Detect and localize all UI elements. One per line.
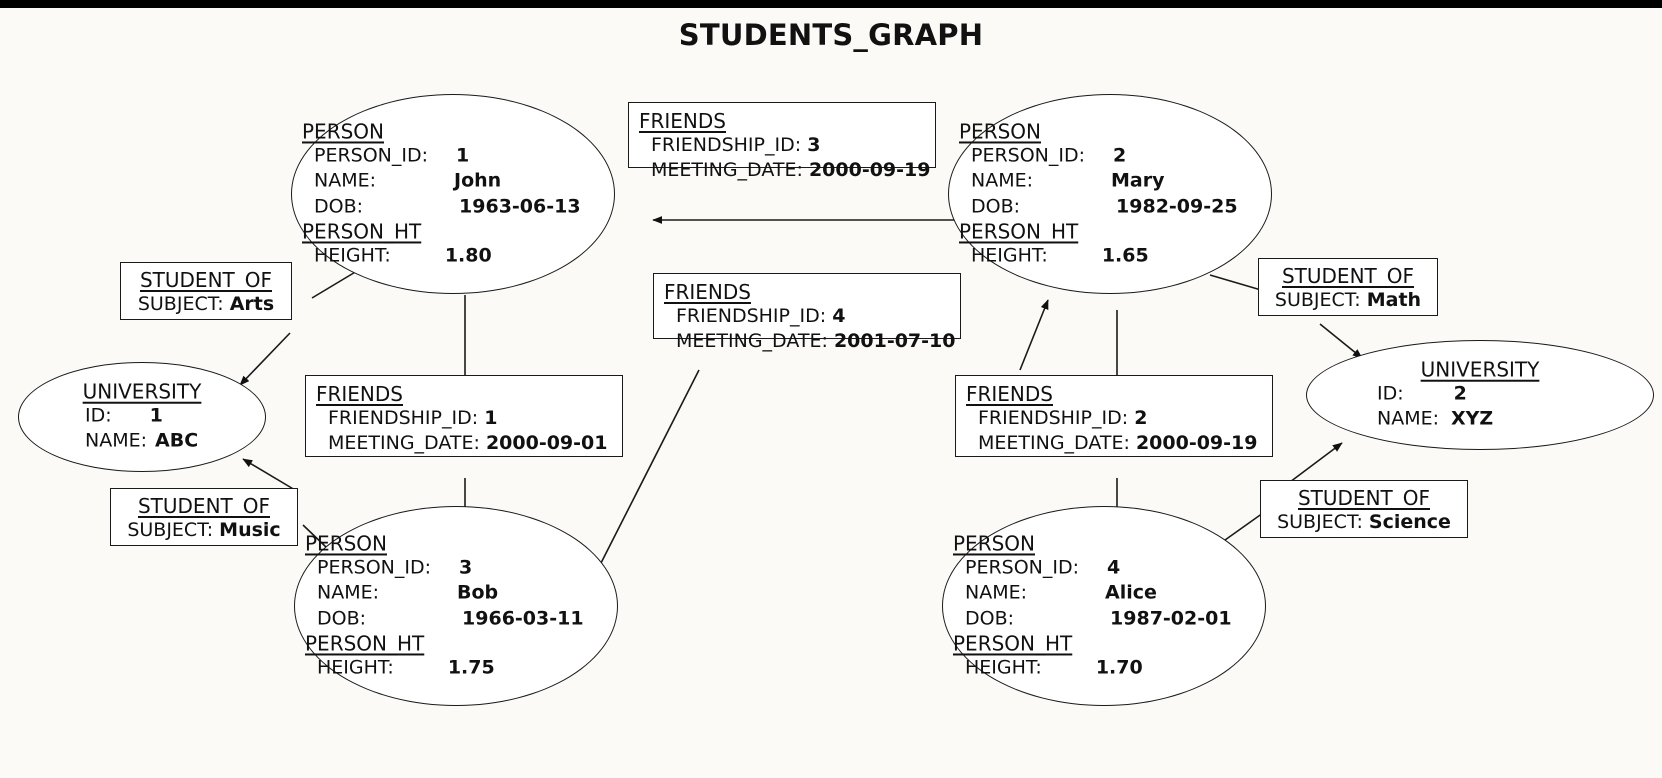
edge-s1-to-u1 <box>239 332 291 386</box>
node-person-3[interactable]: PERSON PERSON_ID:3 NAME:Bob DOB:1966-03-… <box>294 506 618 706</box>
node-person-2-title: PERSON <box>959 119 1041 144</box>
node-person-4[interactable]: PERSON PERSON_ID:4 NAME:Alice DOB:1987-0… <box>942 506 1266 706</box>
rel-student-of-science-title: STUDENT_OF <box>1297 486 1430 510</box>
node-person-3-title2: PERSON_HT <box>305 631 425 656</box>
rel-student-of-math-title: STUDENT_OF <box>1281 264 1414 288</box>
node-person-2-name: NAME:Mary <box>971 169 1165 192</box>
rel-friends-1[interactable]: FRIENDS FRIENDSHIP_ID: 1 MEETING_DATE: 2… <box>305 375 623 457</box>
rel-student-of-music-subject: SUBJECT: Music <box>127 519 281 541</box>
node-person-1-person-id: PERSON_ID:1 <box>314 144 470 167</box>
rel-friends-4-friendship-id: FRIENDSHIP_ID: 4 <box>676 305 846 327</box>
page-title: STUDENTS_GRAPH <box>678 18 984 52</box>
node-person-1-height: HEIGHT:1.80 <box>314 244 492 267</box>
node-person-4-name: NAME:Alice <box>965 581 1157 604</box>
node-person-2-dob: DOB:1982-09-25 <box>971 195 1238 217</box>
node-person-4-title2: PERSON_HT <box>953 631 1073 656</box>
edge-s3-to-u2 <box>1319 323 1363 359</box>
node-university-2-id: ID:2 <box>1377 382 1467 405</box>
rel-friends-4-title: FRIENDS <box>664 280 751 304</box>
node-person-4-height: HEIGHT:1.70 <box>965 656 1143 679</box>
node-person-3-title: PERSON <box>305 531 387 556</box>
node-person-4-title: PERSON <box>953 531 1035 556</box>
rel-student-of-arts-subject: SUBJECT: Arts <box>137 293 275 315</box>
rel-student-of-science[interactable]: STUDENT_OF SUBJECT: Science <box>1260 480 1468 538</box>
rel-friends-2[interactable]: FRIENDS FRIENDSHIP_ID: 2 MEETING_DATE: 2… <box>955 375 1273 457</box>
node-person-2-height: HEIGHT:1.65 <box>971 244 1149 267</box>
rel-friends-2-meeting-date: MEETING_DATE: 2000-09-19 <box>978 432 1258 455</box>
edge-s2-to-u1 <box>242 458 296 491</box>
node-university-2-name: NAME:XYZ <box>1377 408 1494 430</box>
node-person-1-title: PERSON <box>302 119 384 144</box>
node-person-4-dob: DOB:1987-02-01 <box>965 607 1232 629</box>
node-university-2-title: UNIVERSITY <box>1420 357 1540 382</box>
rel-student-of-math-subject: SUBJECT: Math <box>1274 289 1422 311</box>
rel-friends-4[interactable]: FRIENDS FRIENDSHIP_ID: 4 MEETING_DATE: 2… <box>653 273 961 352</box>
rel-student-of-science-subject: SUBJECT: Science <box>1277 511 1451 533</box>
node-person-4-person-id: PERSON_ID:4 <box>965 556 1121 579</box>
node-person-2[interactable]: PERSON PERSON_ID:2 NAME:Mary DOB:1982-09… <box>948 94 1272 294</box>
edge-f4-to-p2 <box>1019 299 1049 371</box>
rel-friends-1-meeting-date: MEETING_DATE: 2000-09-01 <box>328 432 608 455</box>
rel-friends-1-title: FRIENDS <box>316 382 403 406</box>
node-university-1-name: NAME:ABC <box>85 430 199 452</box>
edge-s3-box-to-p2 <box>1209 274 1262 291</box>
node-university-1-id: ID:1 <box>85 404 163 427</box>
edge-f4-box-to-p3 <box>599 369 700 566</box>
node-person-3-dob: DOB:1966-03-11 <box>317 607 584 629</box>
node-university-1[interactable]: UNIVERSITY ID:1 NAME:ABC <box>18 362 266 472</box>
rel-friends-2-title: FRIENDS <box>966 382 1053 406</box>
node-university-1-title: UNIVERSITY <box>82 379 202 404</box>
rel-student-of-arts-title: STUDENT_OF <box>139 268 272 292</box>
node-person-3-name: NAME:Bob <box>317 581 499 604</box>
node-person-1-title2: PERSON_HT <box>302 219 422 244</box>
rel-friends-3-title: FRIENDS <box>639 109 726 133</box>
top-black-bar <box>0 0 1662 8</box>
rel-friends-4-meeting-date: MEETING_DATE: 2001-07-10 <box>676 330 956 353</box>
node-person-1-dob: DOB:1963-06-13 <box>314 195 581 217</box>
node-person-2-person-id: PERSON_ID:2 <box>971 144 1127 167</box>
rel-student-of-arts[interactable]: STUDENT_OF SUBJECT: Arts <box>120 262 292 320</box>
node-person-1[interactable]: PERSON PERSON_ID:1 NAME:John DOB:1963-06… <box>291 94 615 294</box>
rel-friends-3-friendship-id: FRIENDSHIP_ID: 3 <box>651 134 821 156</box>
node-person-3-person-id: PERSON_ID:3 <box>317 556 473 579</box>
rel-student-of-music-title: STUDENT_OF <box>137 494 270 518</box>
node-person-3-height: HEIGHT:1.75 <box>317 656 495 679</box>
node-university-2[interactable]: UNIVERSITY ID:2 NAME:XYZ <box>1306 340 1654 450</box>
rel-student-of-music[interactable]: STUDENT_OF SUBJECT: Music <box>110 488 298 546</box>
edge-s4-to-u2 <box>1289 442 1343 483</box>
node-person-2-title2: PERSON_HT <box>959 219 1079 244</box>
rel-friends-2-friendship-id: FRIENDSHIP_ID: 2 <box>978 407 1148 429</box>
rel-friends-1-friendship-id: FRIENDSHIP_ID: 1 <box>328 407 498 429</box>
rel-student-of-math[interactable]: STUDENT_OF SUBJECT: Math <box>1258 258 1438 316</box>
rel-friends-3[interactable]: FRIENDS FRIENDSHIP_ID: 3 MEETING_DATE: 2… <box>628 102 936 181</box>
node-person-1-name: NAME:John <box>314 169 502 192</box>
rel-friends-3-meeting-date: MEETING_DATE: 2000-09-19 <box>651 159 931 182</box>
